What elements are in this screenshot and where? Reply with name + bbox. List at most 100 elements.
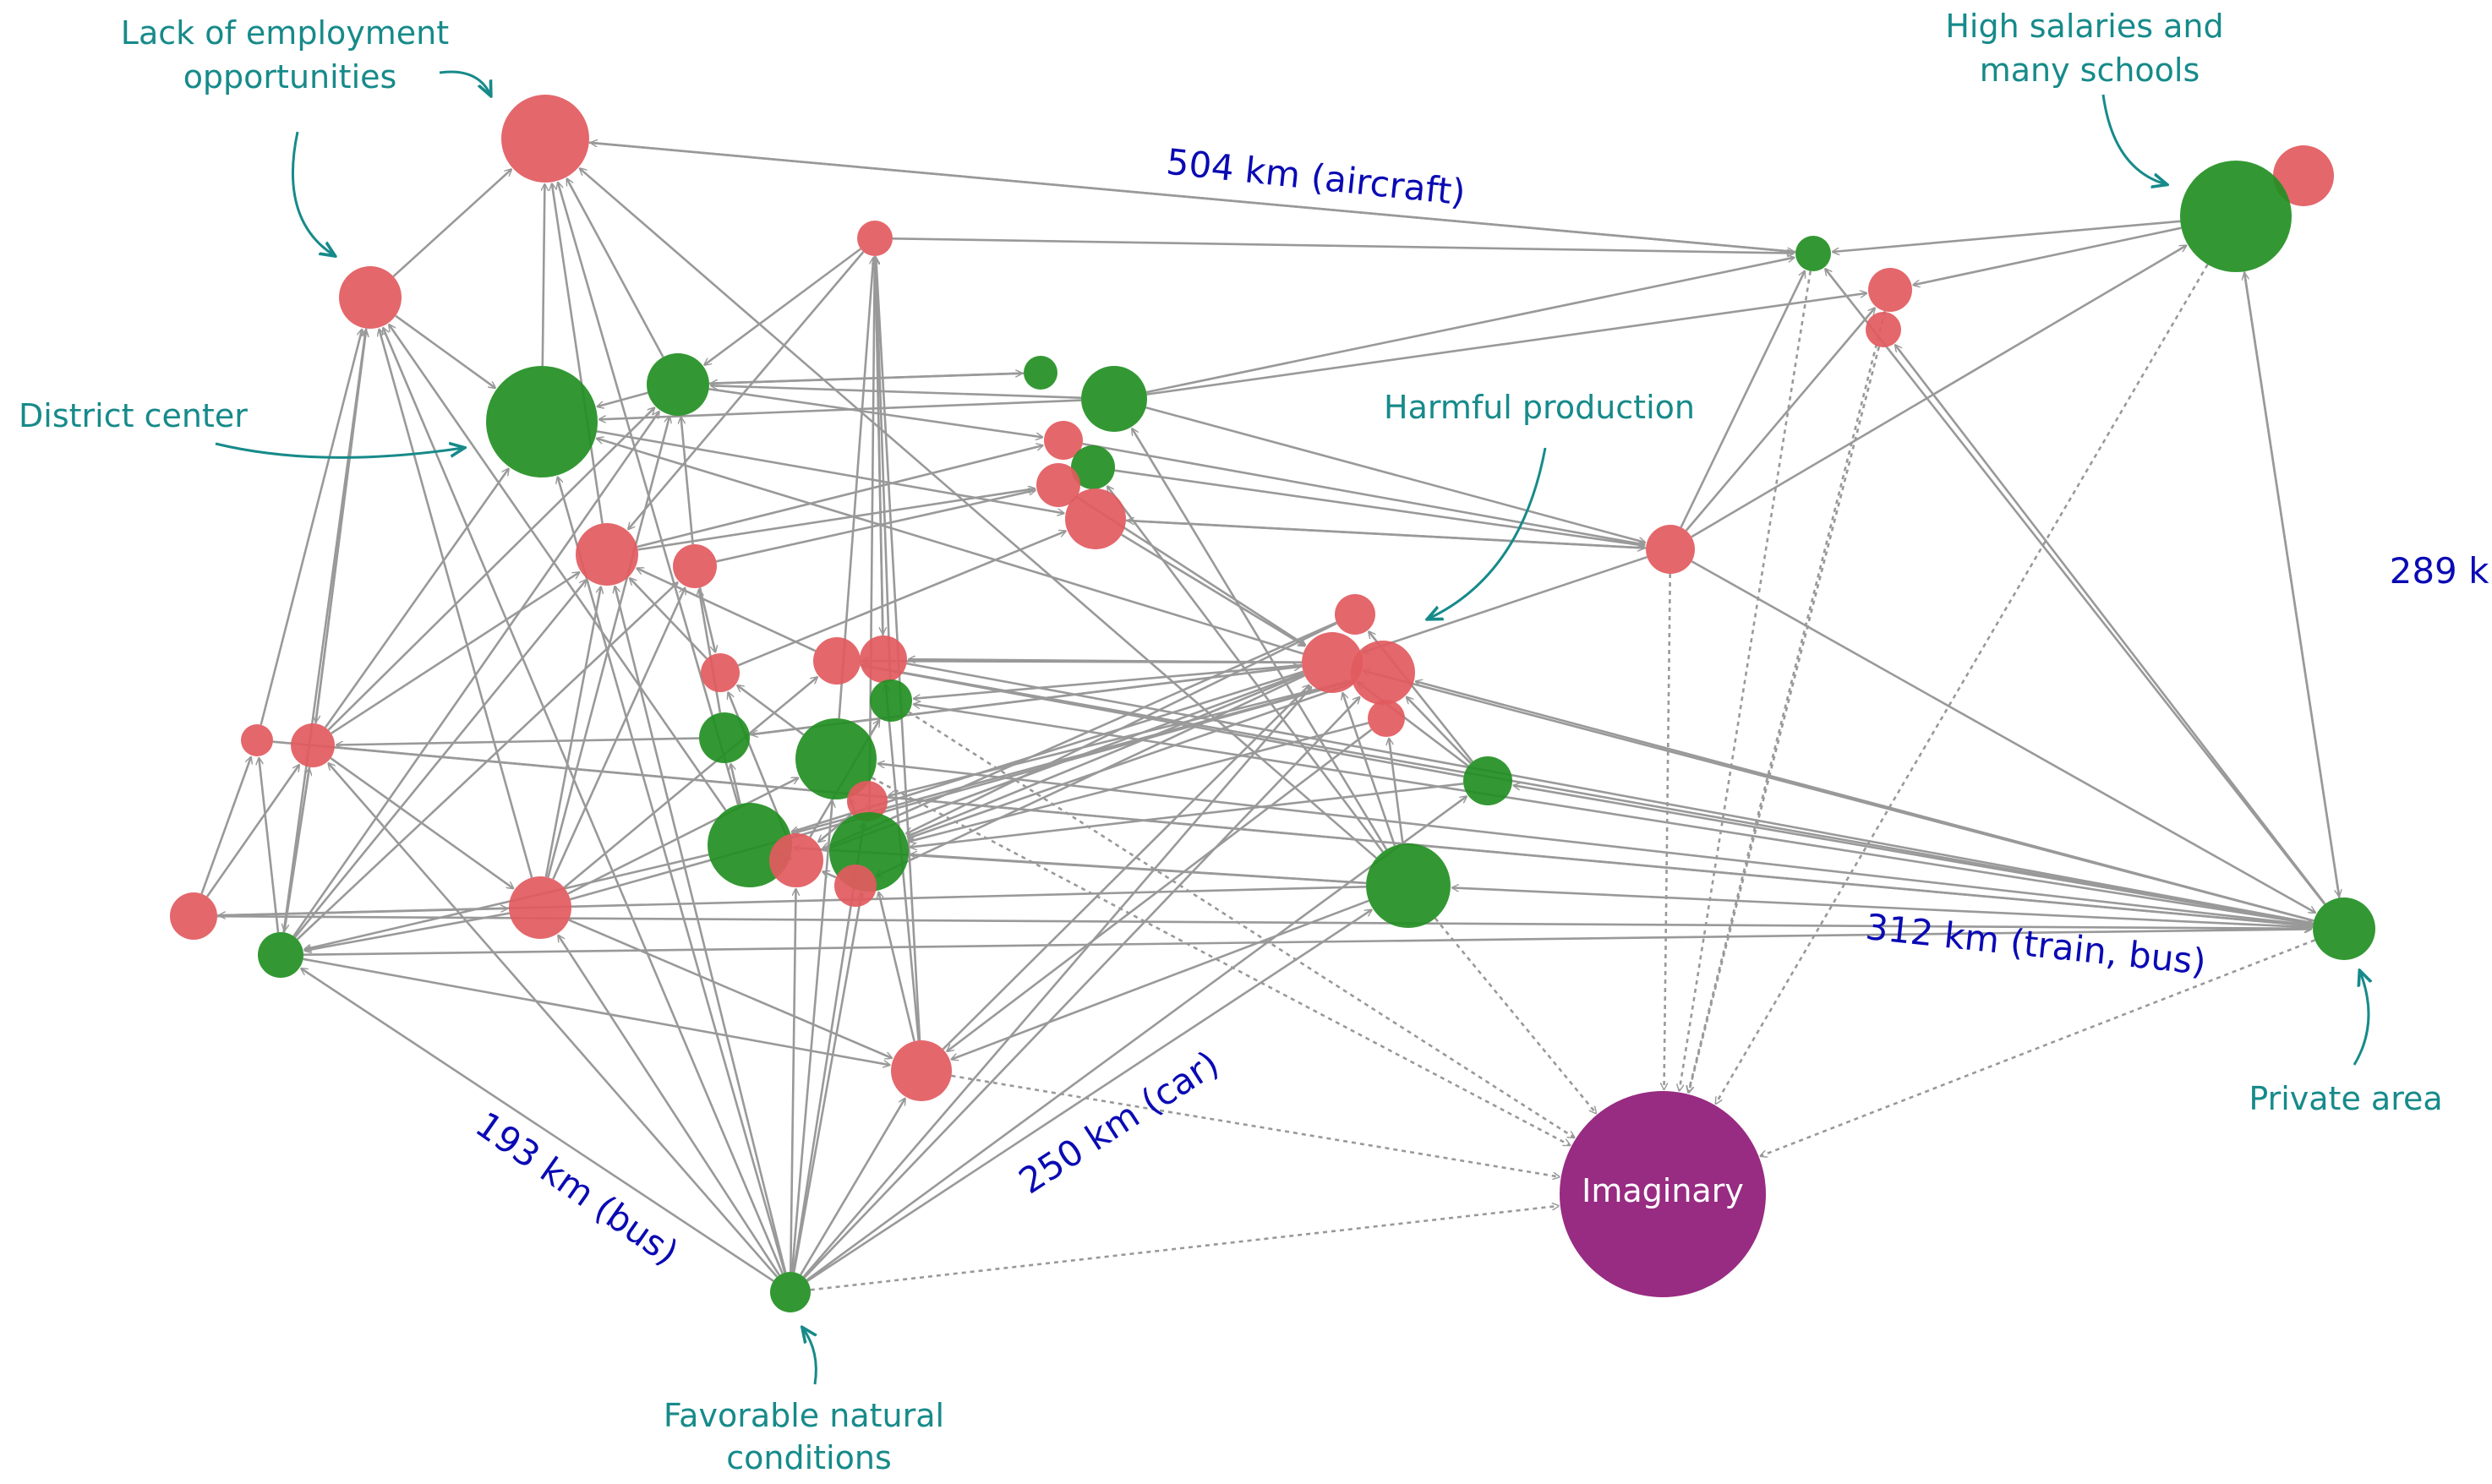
edge — [588, 141, 1794, 252]
dashed-edge — [1689, 346, 1881, 1093]
red-node — [291, 723, 335, 767]
edge — [637, 568, 817, 652]
edge — [876, 258, 884, 636]
edge — [1145, 406, 1646, 543]
curved-arrow-icon — [2101, 94, 2166, 184]
distance-bus: 193 km (bus) — [468, 1104, 686, 1274]
dashed-edge — [1716, 264, 2209, 1104]
edge — [301, 968, 774, 1282]
green-node — [1024, 356, 1057, 390]
annotation-private-area: Private area — [2249, 1080, 2442, 1117]
edge-layer — [200, 141, 2340, 1291]
imaginary-node-label: Imaginary — [1582, 1172, 1744, 1209]
edge — [1407, 697, 1472, 765]
edge — [1342, 693, 1396, 847]
distance-car: 250 km (car) — [1012, 1043, 1227, 1203]
red-node — [1065, 488, 1126, 549]
edge — [910, 854, 1367, 885]
edge — [711, 385, 1082, 399]
red-node — [860, 636, 907, 683]
edge — [552, 588, 685, 880]
green-node — [258, 932, 303, 978]
dashed-edge — [1434, 917, 1596, 1114]
edge — [1128, 521, 1647, 549]
edge — [906, 662, 2312, 923]
dashed-edge — [951, 1074, 1560, 1177]
edge — [219, 886, 1367, 915]
edge — [1132, 428, 1388, 850]
edge — [1833, 220, 2181, 252]
edge — [630, 578, 708, 660]
edge — [292, 412, 659, 937]
edge — [389, 325, 727, 811]
red-node — [1368, 700, 1405, 737]
red-node — [339, 266, 402, 329]
edge — [802, 687, 1311, 1278]
edge — [947, 728, 1373, 1051]
edge — [708, 388, 1043, 437]
annotation-favorable-natural: Favorable natural conditions — [664, 1397, 954, 1476]
annotation-high-salaries: High salaries and many schools — [1945, 8, 2233, 89]
dashed-edge — [1688, 310, 1886, 1092]
red-node — [813, 637, 861, 685]
red-node — [891, 1040, 952, 1101]
edge — [272, 740, 2311, 926]
edge — [1685, 308, 1875, 532]
red-node — [501, 95, 589, 183]
edge — [282, 769, 309, 933]
edge — [597, 439, 1303, 655]
red-node — [1335, 594, 1375, 635]
dashed-edge — [1680, 270, 1812, 1091]
edge — [952, 899, 1369, 1060]
annotation-harmful-production: Harmful production — [1384, 389, 1695, 426]
red-node — [241, 724, 273, 756]
edge — [567, 179, 664, 358]
edge — [637, 488, 1036, 551]
dashed-edge — [1664, 573, 1671, 1089]
curved-arrow-icon — [2353, 972, 2369, 1066]
edge — [303, 958, 890, 1065]
edge — [1114, 469, 1645, 546]
edge — [558, 183, 740, 805]
edge — [336, 737, 700, 745]
dashed-edge — [1761, 939, 2315, 1156]
red-node — [509, 876, 571, 939]
edge — [543, 184, 545, 367]
red-node — [673, 544, 717, 588]
green-node — [2180, 161, 2292, 272]
red-node — [701, 653, 740, 692]
edge — [876, 258, 892, 680]
green-node — [1081, 366, 1147, 432]
edge — [914, 704, 2314, 925]
edge — [716, 490, 1035, 563]
edge — [699, 590, 722, 713]
edge — [792, 892, 861, 1273]
edge — [260, 330, 363, 725]
edge — [293, 580, 586, 938]
edge — [1363, 671, 2314, 922]
edge — [1121, 533, 1305, 647]
edge — [790, 801, 833, 1273]
edge — [910, 783, 1464, 847]
red-node — [170, 892, 217, 940]
edge — [1895, 345, 2326, 905]
red-node — [769, 833, 823, 887]
edge — [823, 672, 1304, 851]
edge — [615, 587, 787, 1274]
edge — [383, 328, 784, 1274]
edge — [822, 871, 837, 879]
dashed-edge — [871, 777, 1571, 1145]
red-node — [2273, 145, 2334, 206]
red-node — [576, 523, 638, 586]
distance-right: 289 km — [2390, 550, 2492, 592]
edge — [907, 673, 1305, 837]
edge — [908, 682, 1353, 838]
edge — [547, 417, 669, 878]
curved-arrow-icon — [803, 1329, 817, 1385]
distance-train-bus: 312 km (train, bus) — [1864, 906, 2208, 983]
red-node — [1036, 463, 1080, 507]
edge — [860, 663, 2312, 923]
green-node — [1366, 843, 1451, 928]
red-node — [1868, 268, 1912, 312]
